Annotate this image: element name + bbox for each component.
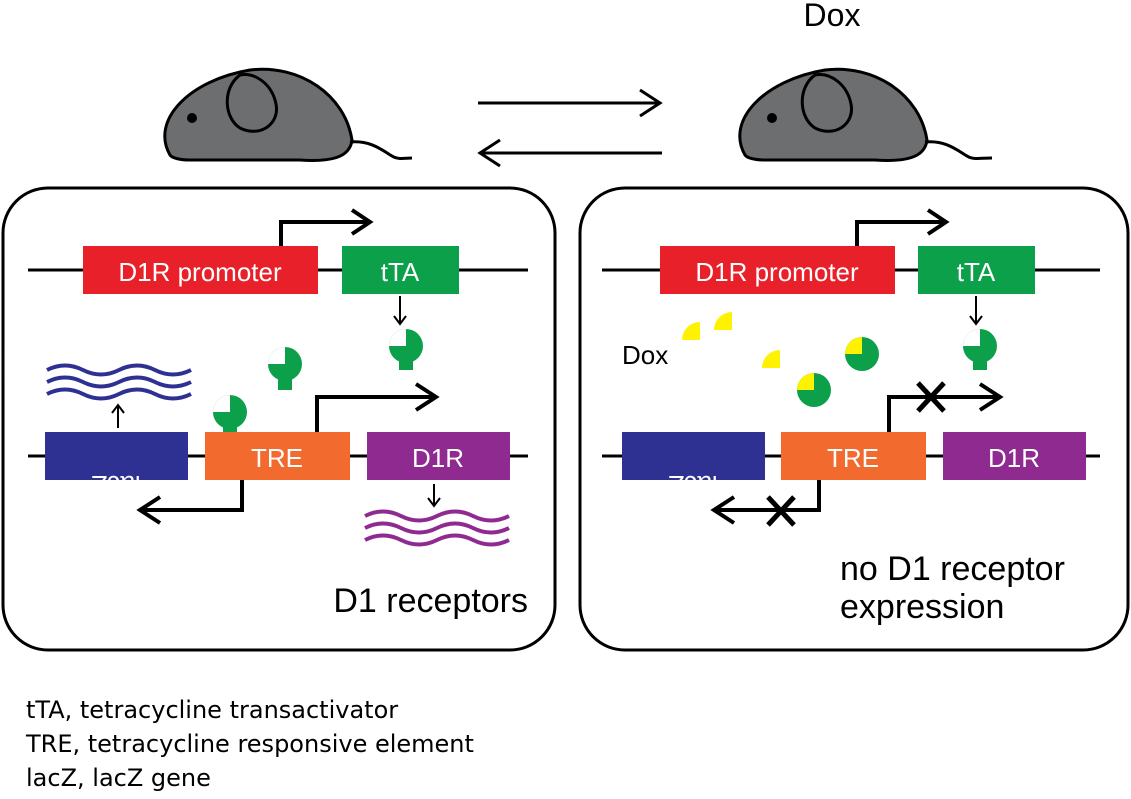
d1r-label-right: D1R [988, 443, 1040, 473]
mouse-icon-right [738, 67, 993, 162]
tre-forward-arrow-left [315, 382, 440, 432]
tet-off-diagram: Dox D1R promoter tTA [1, 0, 1130, 652]
tta-label-left: tTA [381, 257, 420, 287]
legend-item-tta: tTA, tetracycline transactivator [26, 696, 399, 724]
tta-protein-icon [389, 329, 423, 370]
tre-reverse-arrow-blocked [710, 480, 821, 525]
d1r-box-left [367, 432, 510, 480]
right-panel: D1R promoter tTA [578, 186, 1130, 652]
tta-arrow-right [969, 296, 983, 326]
d1r-arrow-left [427, 484, 441, 508]
dox-bound-tta-icon [797, 373, 831, 407]
dox-molecule-icon [682, 312, 780, 368]
block-x-icon [916, 381, 946, 413]
d1r-promoter-label-right: D1R promoter [695, 257, 859, 287]
dox-top-label: Dox [804, 0, 861, 33]
d1r-box-right [943, 432, 1086, 480]
tta-box-right [918, 246, 1035, 294]
legend-item-tre: TRE, tetracycline responsive element [26, 730, 474, 758]
tre-box-right [781, 432, 926, 480]
dox-bound-tta-icon [845, 337, 879, 371]
d1r-promoter-box-right [660, 246, 895, 294]
tta-protein-icon [268, 347, 302, 390]
mouse-icon-left [163, 67, 413, 162]
d1r-label-left: D1R [412, 443, 464, 473]
promoter-arrow-right [855, 208, 950, 246]
left-outcome-label: D1 receptors [333, 582, 528, 620]
tta-label-right: tTA [957, 257, 996, 287]
tta-arrow-left [393, 296, 407, 326]
dox-label-right: Dox [622, 340, 668, 370]
tta-box-left [342, 246, 459, 294]
lacz-arrow-left [111, 403, 125, 428]
right-outcome-line2: expression [840, 588, 1004, 626]
lacz-label-right: lacZ [668, 470, 717, 500]
promoter-arrow-left [279, 208, 374, 246]
lacz-box-right [622, 432, 765, 480]
tre-forward-arrow-blocked [887, 382, 1004, 432]
tta-protein-icon [963, 329, 997, 370]
lacz-label-left: lacZ [91, 470, 140, 500]
legend: tTA, tetracycline transactivator TRE, te… [26, 693, 474, 795]
tre-reverse-arrow-left [136, 480, 244, 525]
d1r-mrna-icon [364, 509, 510, 547]
left-panel: D1R promoter tTA [1, 186, 557, 652]
lacz-mrna-icon [46, 363, 192, 401]
lacz-box-left [45, 432, 188, 480]
reversible-arrows [477, 88, 663, 168]
d1r-promoter-label-left: D1R promoter [118, 257, 282, 287]
legend-item-lacz: lacZ, lacZ gene [26, 764, 211, 792]
block-x-icon [766, 495, 796, 527]
tre-box-left [205, 432, 350, 480]
tre-label-right: TRE [827, 443, 879, 473]
tre-label-left: TRE [251, 443, 303, 473]
d1r-promoter-box-left [83, 246, 318, 294]
right-outcome-line1: no D1 receptor [840, 550, 1065, 588]
